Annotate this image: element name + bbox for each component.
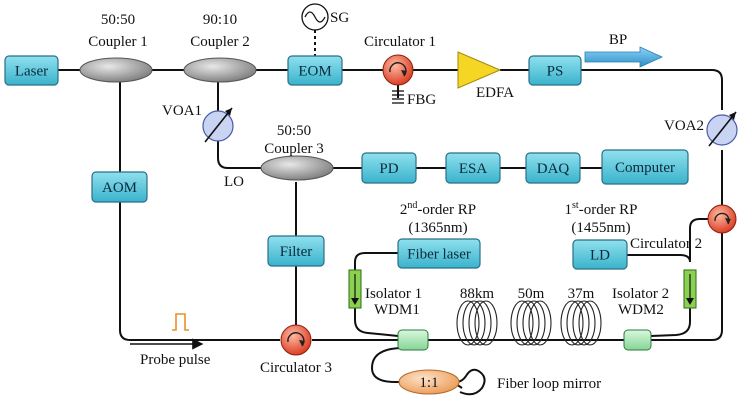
circulator1-label: Circulator 1 [364, 34, 436, 50]
isolator-1-icon [348, 269, 362, 309]
rp1-title: 1st-order RP [565, 200, 638, 218]
coupler1-name: Coupler 1 [88, 34, 148, 50]
spool3-length: 37m [568, 286, 595, 302]
svg-text:ESA: ESA [459, 161, 488, 177]
rp2-title: 2nd-order RP [400, 200, 476, 218]
computer-box: Computer [601, 149, 689, 185]
esa-box: ESA [445, 152, 501, 184]
svg-text:DAQ: DAQ [537, 161, 570, 177]
edfa-amplifier-icon [457, 51, 502, 89]
voa1-label: VOA1 [162, 103, 202, 119]
isolator2-label: Isolator 2 [612, 286, 669, 302]
circulator-1-icon [382, 54, 414, 86]
circulator-2-icon [707, 204, 737, 234]
edfa-label: EDFA [476, 85, 514, 101]
lo-label: LO [224, 174, 244, 190]
fiber-spool-1-icon [456, 300, 498, 346]
isolator-2-icon [683, 269, 697, 309]
isolator1-label: Isolator 1 [365, 286, 422, 302]
wdm1-label: WDM1 [374, 302, 420, 318]
ld-box: LD [572, 239, 628, 270]
coupler2-ratio: 90:10 [203, 12, 237, 28]
bp-arrow-icon [584, 46, 663, 68]
coupler3-name: Coupler 3 [264, 141, 324, 157]
coupler3-ratio: 50:50 [277, 123, 311, 139]
circulator-3-icon [280, 324, 312, 356]
spool2-length: 50m [518, 286, 545, 302]
circulator2-label: Circulator 2 [630, 236, 702, 252]
coupler-1 [79, 57, 153, 83]
svg-text:Computer: Computer [615, 160, 675, 176]
rp1-wavelength: (1455nm) [571, 220, 630, 236]
fiber-loop-mirror-label: Fiber loop mirror [497, 376, 601, 392]
svg-text:AOM: AOM [102, 180, 137, 196]
daq-box: DAQ [525, 152, 581, 184]
fiber-paths [58, 30, 723, 396]
svg-text:Filter: Filter [280, 244, 313, 260]
bp-label: BP [609, 32, 627, 48]
coupler-3 [260, 155, 334, 181]
svg-text:Laser: Laser [15, 64, 48, 80]
circulator3-label: Circulator 3 [260, 360, 332, 376]
svg-text:PS: PS [547, 64, 564, 80]
sg-source [301, 3, 329, 31]
probe-pulse-label: Probe pulse [140, 352, 211, 368]
svg-text:Fiber laser: Fiber laser [407, 247, 471, 263]
coupler1-ratio: 50:50 [101, 12, 135, 28]
ps-box: PS [528, 55, 582, 86]
svg-text:EOM: EOM [298, 64, 331, 80]
wdm2-label: WDM2 [618, 302, 664, 318]
fbg-icon [392, 90, 404, 104]
fbg-label: FBG [407, 92, 436, 108]
svg-text:1:1: 1:1 [419, 375, 438, 391]
fiber-spool-3-icon [560, 300, 602, 346]
coupler-2 [183, 57, 257, 83]
voa2-label: VOA2 [664, 118, 704, 134]
aom-box: AOM [91, 171, 148, 203]
filter-box: Filter [267, 235, 325, 267]
wdm2-icon [623, 329, 652, 351]
splitter-1-1: 1:1 [398, 369, 460, 395]
probe-pulse-icon [172, 313, 189, 331]
coupler2-name: Coupler 2 [190, 34, 250, 50]
rp2-wavelength: (1365nm) [408, 220, 467, 236]
fiber-spool-2-icon [510, 300, 552, 346]
sg-label: SG [330, 10, 349, 26]
svg-text:PD: PD [379, 161, 398, 177]
svg-text:LD: LD [590, 248, 610, 264]
voa1-icon [202, 107, 234, 143]
spool1-length: 88km [460, 286, 495, 302]
laser-box: Laser [4, 55, 59, 86]
fiber-laser-box: Fiber laser [397, 238, 481, 269]
voa2-icon [706, 111, 738, 147]
pd-box: PD [361, 152, 417, 184]
wdm1-icon [397, 329, 429, 351]
eom-box: EOM [287, 55, 343, 86]
